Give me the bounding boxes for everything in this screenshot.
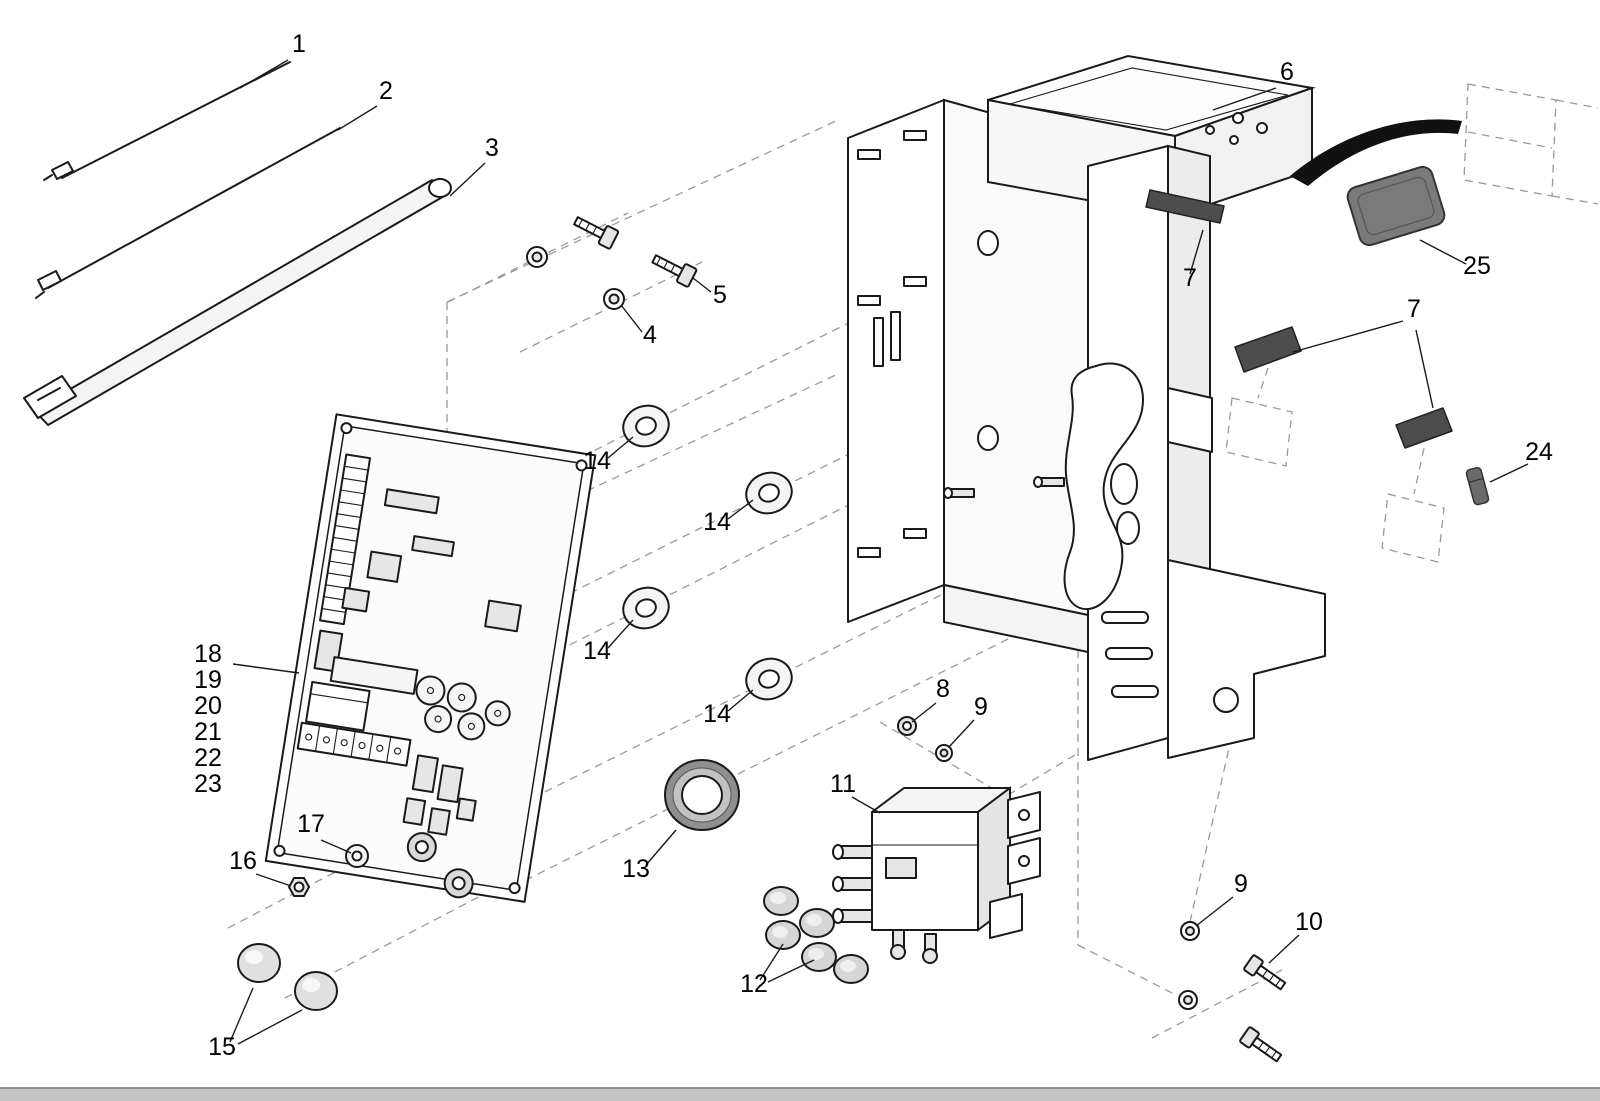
part-2-cable-tie [35,127,341,299]
part-labels: 1 2 3 5 4 6 25 7 7 24 14 14 14 14 13 8 9… [194,30,1553,1061]
part-5-screws [573,216,698,288]
part-label-19: 19 [194,666,222,694]
part-16-nut [288,877,310,897]
part-label-17: 17 [297,810,325,838]
part-label-15: 15 [208,1033,236,1061]
part-label-7b: 7 [1407,295,1421,323]
part-10-screws [1239,954,1287,1063]
ghost-outlines [1225,83,1599,563]
part-11-relay [832,786,1041,964]
part-7-foam-pads [1145,189,1453,449]
part-label-5: 5 [713,281,727,309]
part-6-bracket-assembly [847,54,1326,761]
part-label-6: 6 [1280,58,1294,86]
part-label-14c: 14 [583,637,611,665]
part-label-14b: 14 [703,508,731,536]
part-18-circuit-board [264,413,597,903]
part-label-8: 8 [936,675,950,703]
part-label-1: 1 [292,30,306,58]
part-label-10: 10 [1295,908,1323,936]
part-label-7a: 7 [1183,264,1197,292]
part-label-22: 22 [194,744,222,772]
part-label-16: 16 [229,847,257,875]
part-13-grommet [664,759,740,831]
bottom-edge-strip [0,1087,1600,1101]
part-8-screw [897,716,917,736]
part-label-4: 4 [643,321,657,349]
part-label-25: 25 [1463,252,1491,280]
direction-arrow [1290,119,1462,186]
part-label-20: 20 [194,692,222,720]
part-label-3: 3 [485,134,499,162]
leader-lines [229,59,1529,1045]
part-15-caps [237,943,338,1011]
part-17-washer [345,844,369,868]
part-label-21: 21 [194,718,222,746]
part-label-2: 2 [379,77,393,105]
part-label-14d: 14 [703,700,731,728]
part-24-clip [1465,466,1490,506]
part-label-14a: 14 [583,447,611,475]
part-9-washers [935,744,1200,1010]
part-label-13: 13 [622,855,650,883]
part-label-24: 24 [1525,438,1553,466]
part-25-pad [1346,165,1446,247]
part-label-12: 12 [740,970,768,998]
part-4-washers [526,246,625,310]
part-label-23: 23 [194,770,222,798]
part-label-11: 11 [830,770,856,798]
part-label-9a: 9 [974,693,988,721]
part-14-washers [622,404,793,701]
part-12-caps [763,886,869,984]
part-label-18: 18 [194,640,222,668]
part-label-9b: 9 [1234,870,1248,898]
part-3-strap [23,178,452,426]
